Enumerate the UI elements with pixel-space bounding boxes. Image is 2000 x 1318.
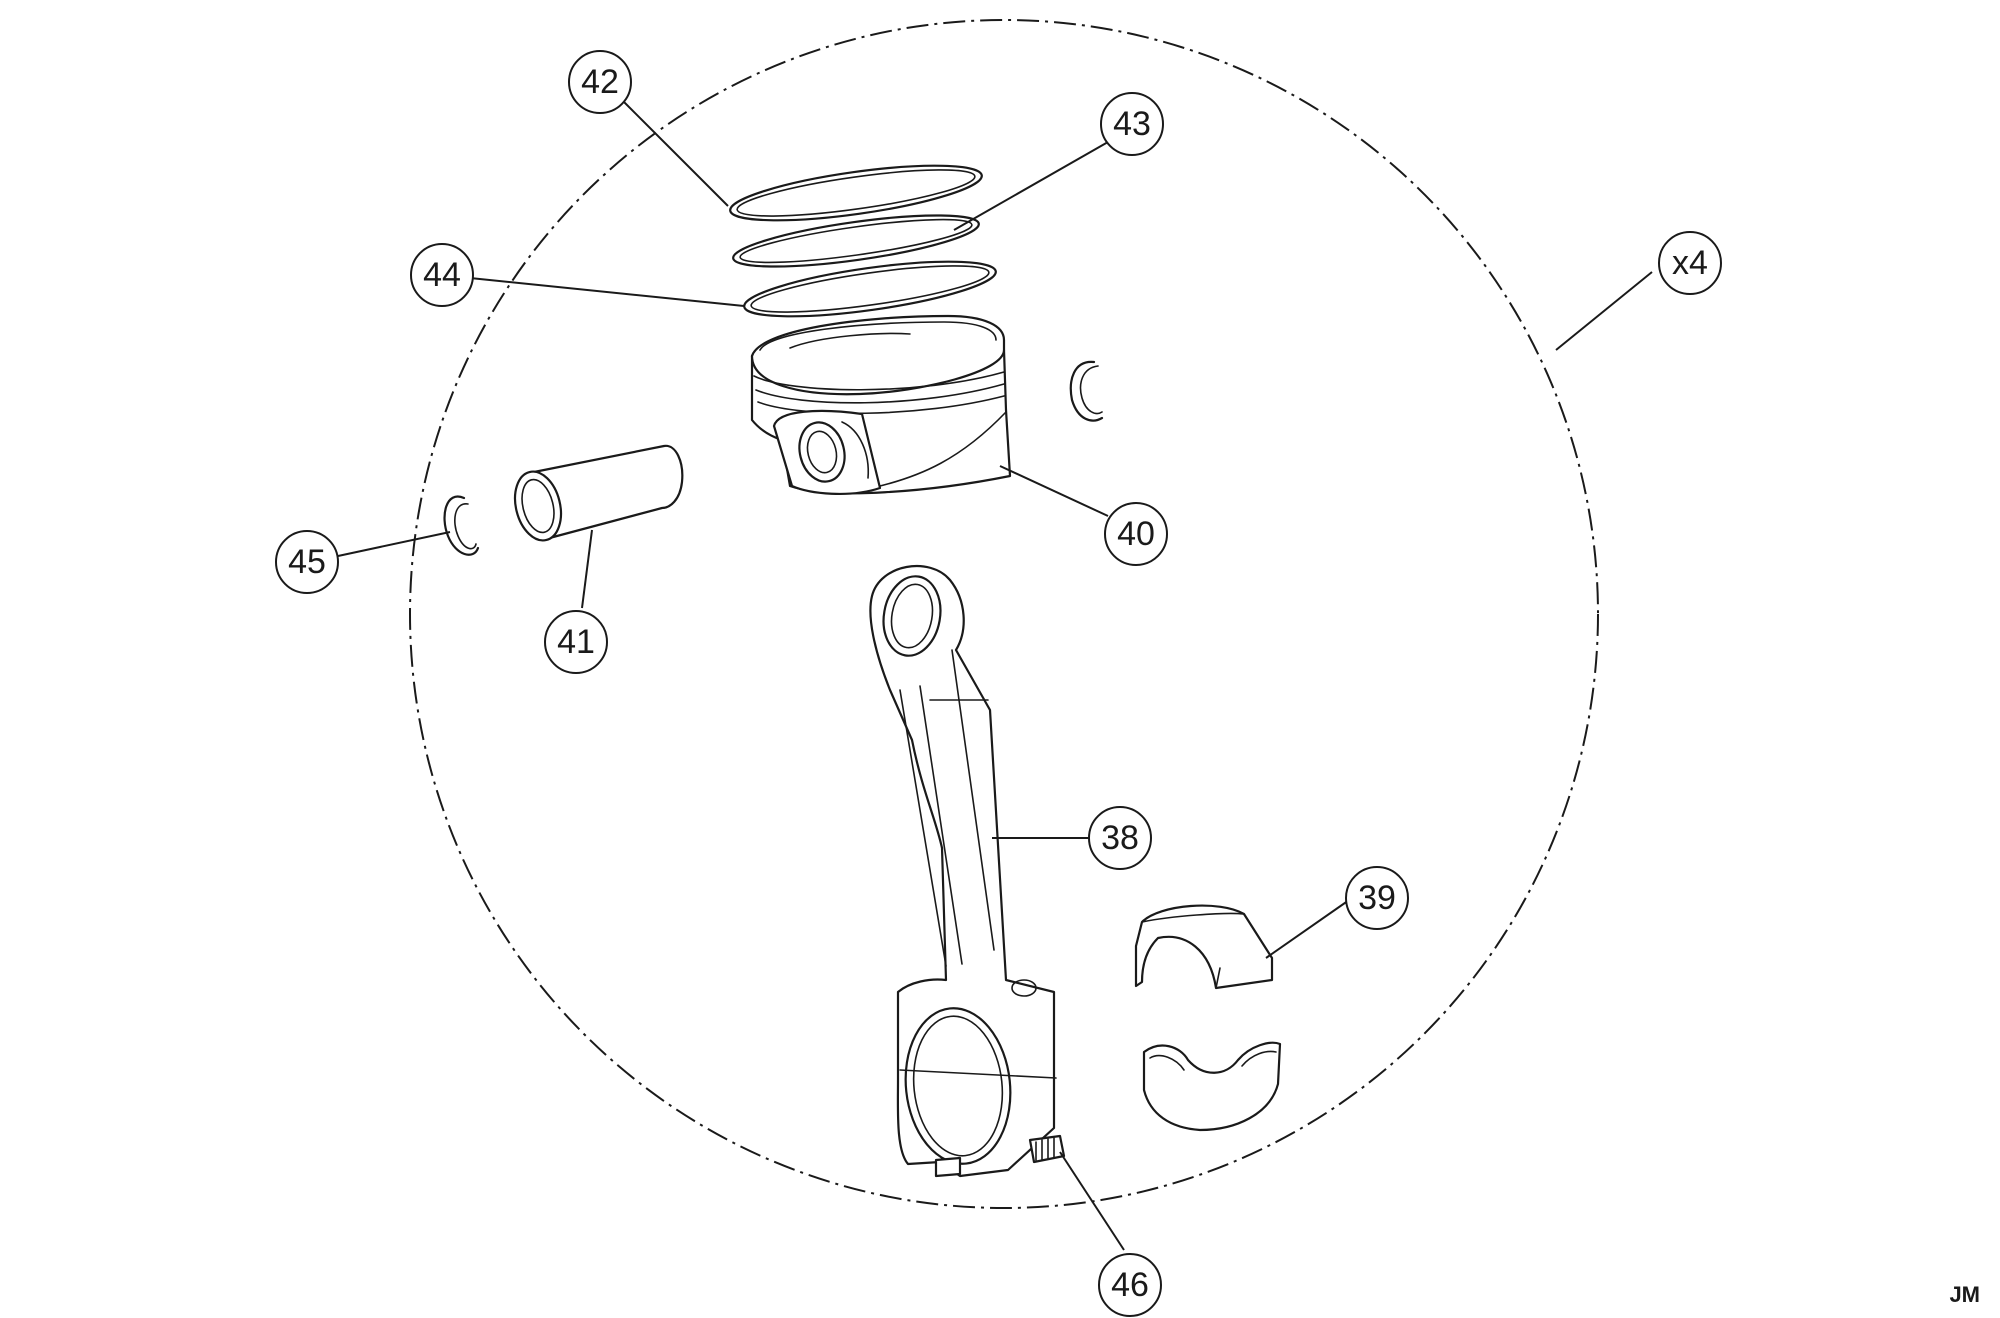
leader-43 [953, 141, 1109, 231]
callout-42: 42 [568, 50, 632, 114]
circlip-left [443, 495, 480, 556]
callout-41: 41 [544, 610, 608, 674]
callout-40: 40 [1104, 502, 1168, 566]
leader-42 [623, 101, 729, 207]
bearing-shell-upper [1134, 904, 1274, 990]
leader-46 [1059, 1151, 1125, 1251]
leader-39 [1265, 897, 1353, 959]
leader-x4 [1555, 271, 1653, 351]
leader-lines [337, 101, 1653, 1251]
svg-text:45: 45 [288, 543, 326, 581]
callout-46: 46 [1098, 1253, 1162, 1317]
callout-43: 43 [1100, 92, 1164, 156]
callout-45: 45 [275, 530, 339, 594]
svg-text:42: 42 [581, 63, 619, 101]
bearing-shell-lower [1142, 1041, 1282, 1132]
assembly-boundary-circle [409, 19, 1599, 1209]
svg-text:46: 46 [1111, 1266, 1149, 1304]
svg-text:38: 38 [1101, 819, 1139, 857]
piston-ring-second [732, 214, 980, 268]
circlip-right [1069, 360, 1104, 422]
leader-41 [581, 529, 593, 609]
leader-40 [999, 465, 1109, 517]
svg-text:39: 39 [1358, 879, 1396, 917]
connecting-rod [869, 565, 1066, 1178]
piston-ring-top [729, 164, 983, 222]
piston-pin [513, 444, 684, 542]
svg-text:x4: x4 [1672, 244, 1708, 282]
leader-44 [469, 277, 745, 307]
svg-text:43: 43 [1113, 105, 1151, 143]
callout-38: 38 [1088, 806, 1152, 870]
svg-text:40: 40 [1117, 515, 1155, 553]
piston [750, 314, 1012, 496]
callout-44: 44 [410, 243, 474, 307]
callout-x4: x4 [1658, 231, 1722, 295]
leader-45 [337, 531, 451, 557]
piston-ring-oil [743, 260, 997, 318]
author-mark: JM [1949, 1282, 1980, 1307]
svg-text:41: 41 [557, 623, 595, 661]
svg-text:44: 44 [423, 256, 461, 294]
callout-39: 39 [1345, 866, 1409, 930]
